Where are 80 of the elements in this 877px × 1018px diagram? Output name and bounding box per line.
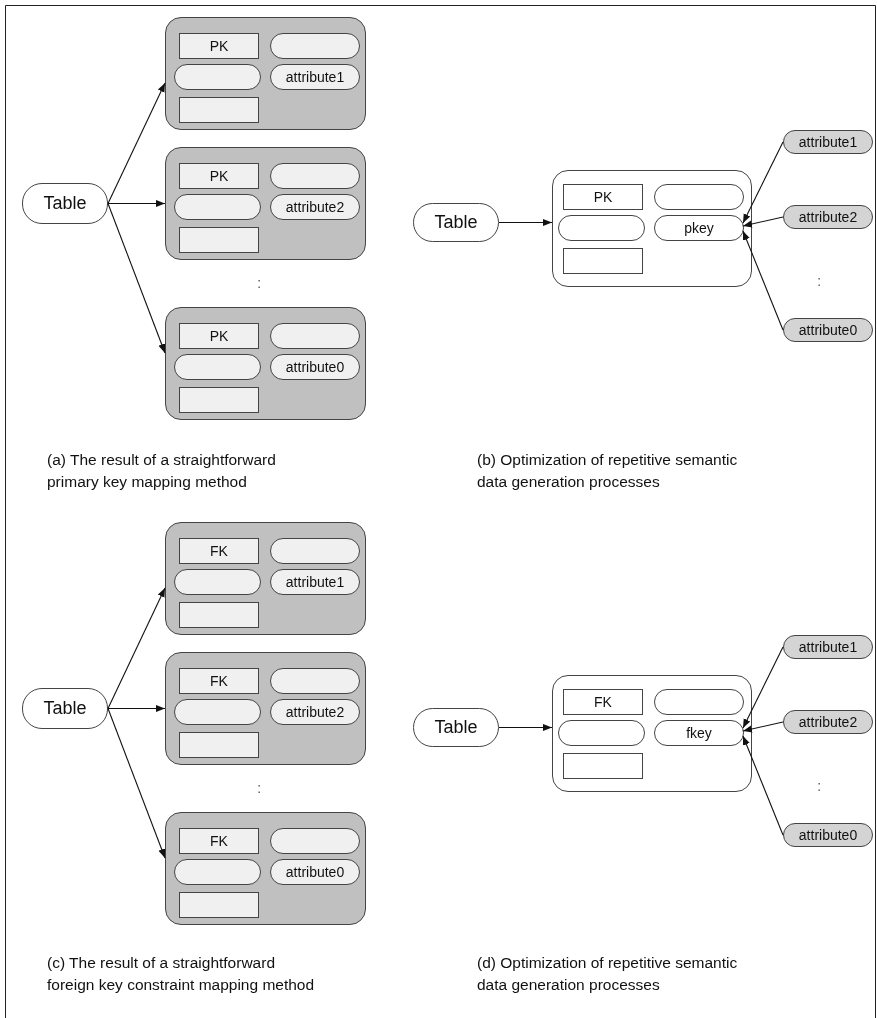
figure-caption: (b) Optimization of repetitive semantic data generation processes	[477, 450, 739, 492]
key-field-box: FK	[563, 689, 643, 715]
arrow	[107, 82, 166, 205]
attribute-pill: pkey	[654, 215, 744, 241]
key-field-box	[563, 753, 643, 779]
table-node: Table	[22, 688, 108, 729]
entity-group-box	[165, 652, 366, 765]
attribute-pill	[270, 828, 360, 854]
attribute-pill: attribute1	[783, 130, 873, 154]
key-field-box: PK	[563, 184, 643, 210]
attribute-pill	[174, 194, 261, 220]
table-node: Table	[413, 708, 499, 747]
table-node: Table	[413, 203, 499, 242]
entity-group-box	[165, 812, 366, 925]
continuation-dots: :	[257, 778, 262, 798]
key-field-box: PK	[179, 323, 259, 349]
arrow	[742, 721, 784, 733]
continuation-dots: :	[817, 271, 822, 291]
entity-group-box	[552, 675, 752, 792]
key-field-box	[179, 387, 259, 413]
attribute-pill	[174, 569, 261, 595]
key-field-box: FK	[179, 828, 259, 854]
key-field-box: PK	[179, 33, 259, 59]
key-field-box: FK	[179, 538, 259, 564]
arrow	[742, 735, 784, 836]
attribute-pill: attribute0	[783, 318, 873, 342]
arrow	[107, 199, 166, 208]
arrow	[107, 587, 166, 710]
key-field-box: PK	[179, 163, 259, 189]
attribute-pill: attribute0	[270, 354, 360, 380]
entity-group-box	[552, 170, 752, 287]
arrow	[107, 704, 166, 713]
attribute-pill: attribute2	[783, 710, 873, 734]
attribute-pill: fkey	[654, 720, 744, 746]
attribute-pill: attribute1	[783, 635, 873, 659]
continuation-dots: :	[817, 776, 822, 796]
key-field-box	[179, 97, 259, 123]
attribute-pill	[174, 699, 261, 725]
attribute-pill	[654, 689, 744, 715]
arrow	[107, 202, 166, 354]
entity-group-box	[165, 17, 366, 130]
attribute-pill: attribute1	[270, 569, 360, 595]
key-field-box	[179, 732, 259, 758]
key-field-box	[563, 248, 643, 274]
arrow	[742, 646, 784, 729]
arrow	[498, 218, 553, 227]
entity-group-box	[165, 147, 366, 260]
attribute-pill: attribute1	[270, 64, 360, 90]
key-field-box	[179, 892, 259, 918]
entity-group-box	[165, 307, 366, 420]
figure-caption: (d) Optimization of repetitive semantic data generation processes	[477, 953, 739, 995]
arrow	[742, 230, 784, 331]
attribute-pill	[174, 64, 261, 90]
attribute-pill: attribute0	[783, 823, 873, 847]
attribute-pill	[174, 354, 261, 380]
attribute-pill	[270, 33, 360, 59]
figure-caption: (a) The result of a straightforward primary key mapping method	[47, 450, 277, 492]
figure-caption: (c) The result of a straightforward foreign key constraint mapping method	[47, 953, 316, 995]
attribute-pill	[270, 538, 360, 564]
key-field-box	[179, 602, 259, 628]
arrow	[498, 723, 553, 732]
arrow	[742, 216, 784, 228]
attribute-pill	[270, 323, 360, 349]
attribute-pill: attribute2	[270, 194, 360, 220]
key-field-box: FK	[179, 668, 259, 694]
attribute-pill	[558, 720, 645, 746]
arrow	[107, 707, 166, 859]
arrow	[742, 141, 784, 224]
attribute-pill	[270, 163, 360, 189]
key-field-box	[179, 227, 259, 253]
entity-group-box	[165, 522, 366, 635]
continuation-dots: :	[257, 273, 262, 293]
attribute-pill: attribute0	[270, 859, 360, 885]
table-node: Table	[22, 183, 108, 224]
attribute-pill	[174, 859, 261, 885]
attribute-pill	[558, 215, 645, 241]
attribute-pill	[654, 184, 744, 210]
attribute-pill	[270, 668, 360, 694]
attribute-pill: attribute2	[270, 699, 360, 725]
attribute-pill: attribute2	[783, 205, 873, 229]
